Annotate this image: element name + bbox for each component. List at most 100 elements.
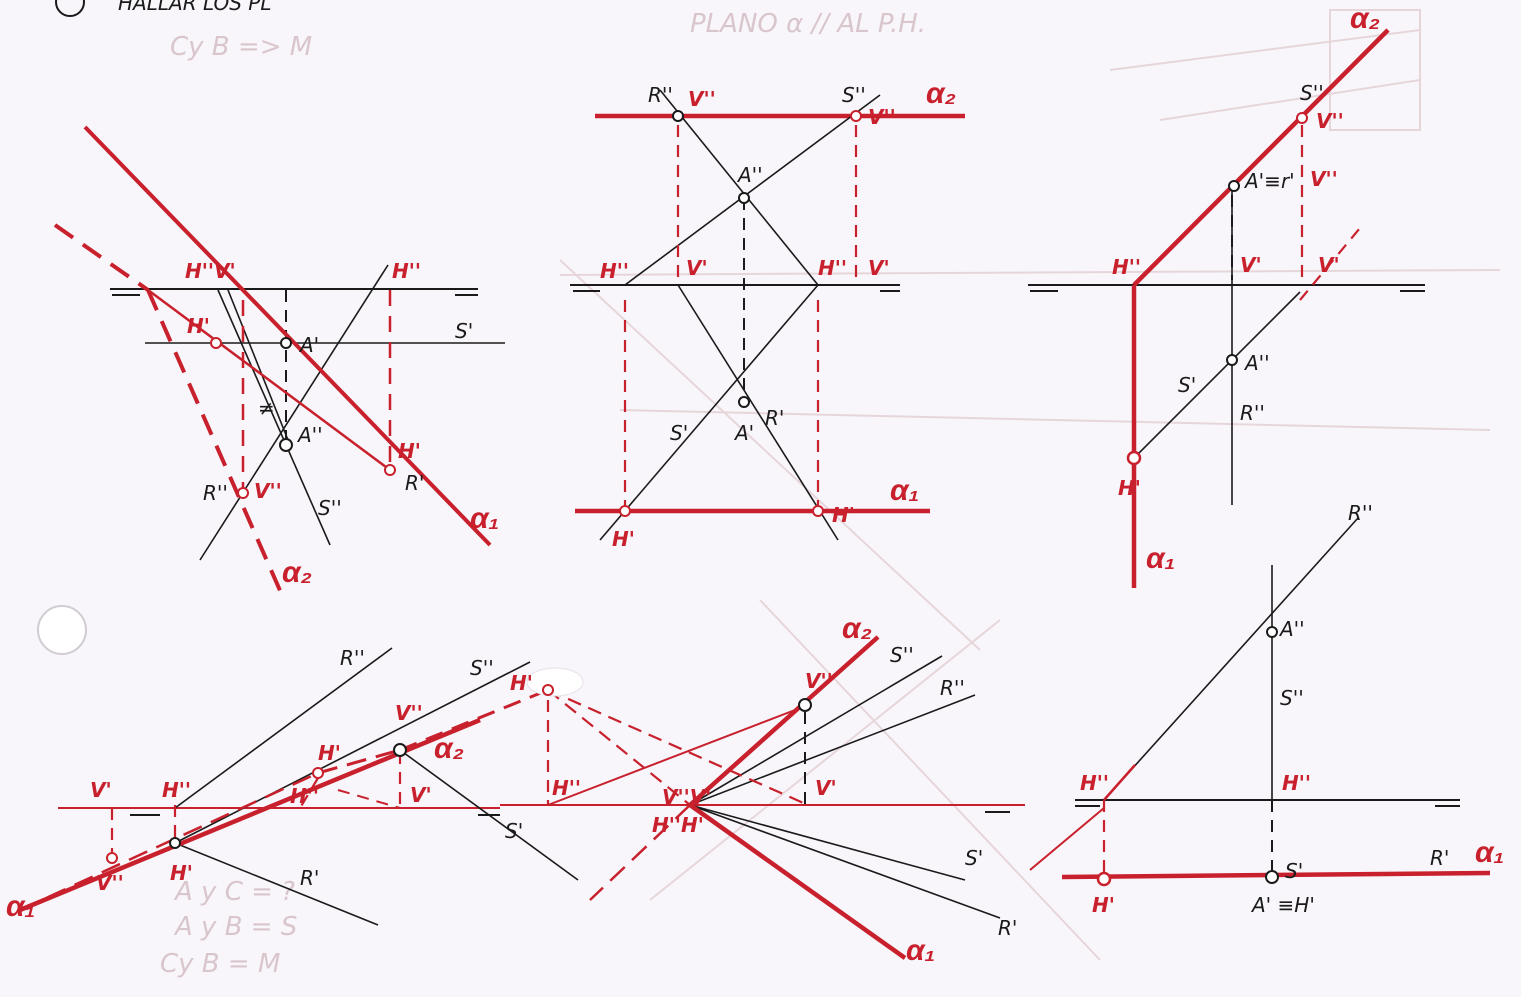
label-s2: S'' xyxy=(1300,81,1324,105)
line-s1 xyxy=(599,284,819,541)
label-r2: R'' xyxy=(940,676,965,700)
label-h1b: H' xyxy=(170,861,193,885)
label-r1: R' xyxy=(405,471,424,495)
label-alpha2: α₂ xyxy=(926,77,956,110)
trace-alpha1-b xyxy=(317,748,401,775)
label-r2: R'' xyxy=(340,646,365,670)
line-s1 xyxy=(399,749,579,881)
label-h1: H' xyxy=(1092,893,1115,917)
label-h1b: H' xyxy=(398,439,421,463)
label-a2: A'' xyxy=(736,163,763,187)
trace-alpha2-ext xyxy=(53,223,150,292)
label-h1b: H' xyxy=(832,503,855,527)
line-s1 xyxy=(1133,291,1301,459)
line-r1 xyxy=(689,804,1001,919)
label-s2: S'' xyxy=(890,643,914,667)
point-a1 xyxy=(1265,870,1279,884)
line-r2 xyxy=(174,647,393,809)
label-h2b: H'' xyxy=(818,256,847,280)
trace-alpha1 xyxy=(688,803,907,960)
label-s1: S' xyxy=(505,819,523,843)
ghost-note-top: PLANO α // AL P.H. xyxy=(690,9,926,39)
figure-6: R'' A'' S'' H'' H'' S' R' α₁ H' A' ≡H' xyxy=(1029,501,1504,917)
label-alpha2: α₂ xyxy=(434,732,464,765)
label-alpha1: α₁ xyxy=(470,502,499,535)
label-v1: V' xyxy=(686,256,708,280)
point-a1 xyxy=(280,337,292,349)
trace-aux-3 xyxy=(547,689,691,806)
point-v2 xyxy=(798,698,812,712)
point-v2 xyxy=(393,743,407,757)
label-v1b: V' xyxy=(868,256,890,280)
label-h1: H' xyxy=(612,527,635,551)
label-h2h1: H''H' xyxy=(652,813,704,837)
figure-3: α₂ S'' V'' A'≡r' V'' H'' V' V' A'' S' R'… xyxy=(1028,2,1425,588)
trace-aux-2 xyxy=(1103,764,1136,801)
label-h1: H' xyxy=(510,671,533,695)
label-r1: R' xyxy=(300,866,319,890)
point-h1b xyxy=(169,837,181,849)
line-s2 xyxy=(199,264,389,561)
point-v2 xyxy=(237,487,249,499)
point-h1 xyxy=(210,337,222,349)
line-r1 xyxy=(677,284,839,541)
label-s2: S'' xyxy=(318,496,342,520)
label-s1: S' xyxy=(455,319,473,343)
label-s2: S'' xyxy=(470,656,494,680)
label-r2: R'' xyxy=(1348,501,1373,525)
trace-aux-1 xyxy=(547,704,809,806)
label-v1b: V' xyxy=(410,783,432,807)
label-h1: H' xyxy=(187,314,210,338)
line-s2 xyxy=(174,661,531,844)
point-a1 xyxy=(738,396,750,408)
label-v2: V'' xyxy=(395,701,423,725)
ghost-note-bottom-3: Cy B = M xyxy=(160,949,280,979)
point-v2 xyxy=(672,110,684,122)
point-a2 xyxy=(738,192,750,204)
label-v2b: V'' xyxy=(96,871,124,895)
recall-dash-1 xyxy=(337,789,401,809)
label-v1b: V' xyxy=(1318,253,1340,277)
label-a1: A' xyxy=(298,333,319,357)
line-s2 xyxy=(689,655,943,806)
label-alpha2: α₂ xyxy=(842,612,872,645)
label-v2: V'' xyxy=(254,479,282,503)
point-a2 xyxy=(1266,626,1278,638)
label-s1: S' xyxy=(670,421,688,445)
label-r2: R'' xyxy=(1240,401,1265,425)
figure-2: R'' V'' S'' V'' α₂ A'' H'' V' H'' V' S' … xyxy=(570,77,965,551)
line-s1 xyxy=(689,804,966,881)
point-a1 xyxy=(1228,180,1240,192)
point-h1 xyxy=(1096,871,1112,887)
point-h1b xyxy=(812,505,824,517)
label-alpha2: α₂ xyxy=(282,556,312,589)
label-h2b: H'' xyxy=(1282,771,1311,795)
point-v2b xyxy=(106,852,118,864)
point-v2 xyxy=(1296,112,1308,124)
ghost-note-1: Cy B => M xyxy=(170,32,312,62)
label-r1: R' xyxy=(1430,846,1449,870)
label-s1: S' xyxy=(965,846,983,870)
label-h1: H' xyxy=(318,741,341,765)
label-alpha2: α₂ xyxy=(1350,2,1380,35)
line-r2 xyxy=(227,289,291,446)
trace-aux-2 xyxy=(547,688,809,807)
point-h1 xyxy=(619,505,631,517)
label-alpha1: α₁ xyxy=(6,890,35,923)
label-s1: S' xyxy=(1285,859,1303,883)
line-s2 xyxy=(624,94,881,286)
line-r2 xyxy=(689,694,976,806)
line-r2 xyxy=(1103,517,1359,801)
trace-alpha2 xyxy=(688,635,880,807)
label-alpha1: α₁ xyxy=(1475,836,1504,869)
label-a1r1: A'≡r' xyxy=(1243,169,1295,193)
label-h2v1: H''V' xyxy=(185,259,236,283)
figure-1: H''V' H'' H' A' S' ≠ A'' H' R' R'' V'' S… xyxy=(53,125,505,596)
recall-h2 xyxy=(299,777,319,809)
label-h2: H'' xyxy=(1112,255,1141,279)
ghost-note-bottom-2: A y B = S xyxy=(173,912,297,942)
label-v1: V' xyxy=(1240,253,1262,277)
label-v2: V'' xyxy=(688,87,716,111)
label-v2b: V'' xyxy=(868,105,896,129)
label-alpha1: α₁ xyxy=(1146,542,1175,575)
